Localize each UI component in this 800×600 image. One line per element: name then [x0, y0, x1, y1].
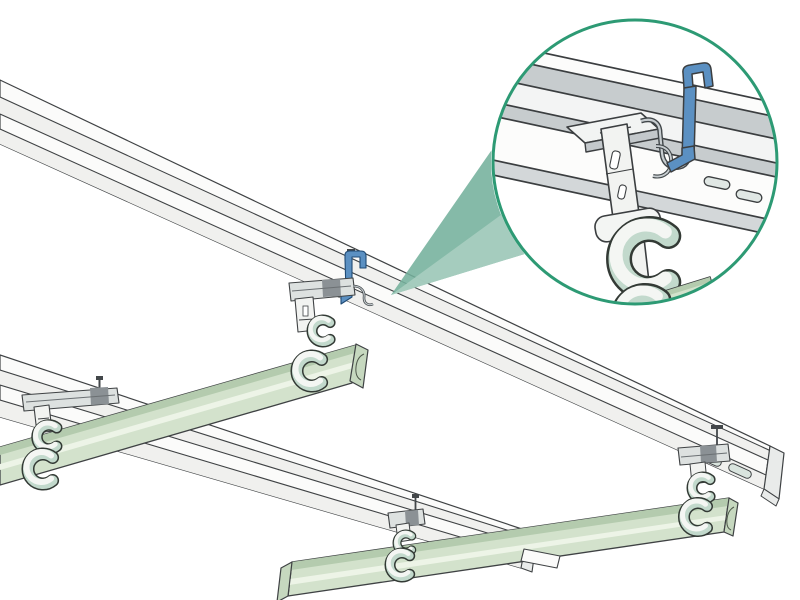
channel-highlight [289, 515, 727, 585]
rail-upper-edge-lines [0, 96, 772, 476]
callout-content [493, 39, 777, 304]
rail-upper-end-lip [760, 488, 780, 507]
rail-upper-shade-band [0, 97, 771, 460]
bracket-detail [680, 452, 728, 458]
mag-strap-slot [609, 150, 621, 170]
rail-upper-shade-band [0, 129, 766, 489]
bracket-clamp [700, 445, 717, 463]
mag-blue-clip [666, 62, 714, 173]
bracket-detail [291, 285, 352, 292]
mag-strap-notch [605, 168, 634, 175]
hanger-right [677, 425, 731, 537]
callout-circle [491, 18, 779, 306]
bolt-head [711, 425, 723, 429]
lower-c-hook [21, 447, 60, 491]
mag-c-hook-2 [610, 283, 672, 304]
upper-c-hook [686, 471, 716, 505]
channel-top-band [0, 345, 356, 455]
mag-rail-slot [735, 189, 763, 203]
bracket-clamp [405, 510, 419, 526]
cone-beam-light [391, 212, 525, 295]
wire-hook-highlight [352, 285, 374, 306]
upper-c-hook [306, 314, 336, 348]
bracket-detail [25, 394, 116, 403]
mag-rail-slot [703, 176, 731, 190]
channel-end-cap [349, 343, 369, 389]
strap-notch [37, 417, 50, 420]
channel-end-profile [726, 506, 735, 531]
channel-end-cap-left [276, 561, 293, 600]
rail-upper [0, 79, 785, 507]
furring-channel-front [0, 343, 369, 486]
lower-c-hook [678, 497, 713, 537]
hanger-middle [288, 249, 374, 393]
lower-c-hook [384, 547, 416, 583]
bolt-head [96, 376, 103, 380]
hanger-bottom [384, 494, 426, 583]
bolt-head [412, 494, 419, 498]
mag-strap-slot [617, 184, 627, 200]
channel-highlight [0, 362, 354, 470]
mag-rail-band [493, 54, 777, 142]
strap-slot [302, 305, 309, 317]
channel-end-profile [355, 353, 365, 381]
hanger-left [21, 376, 120, 491]
rail-lower-flange-tip [520, 548, 561, 569]
callout-cone [391, 150, 525, 295]
lower-c-hook [290, 349, 329, 393]
callout-border [491, 18, 779, 306]
rail-slot [728, 463, 752, 479]
